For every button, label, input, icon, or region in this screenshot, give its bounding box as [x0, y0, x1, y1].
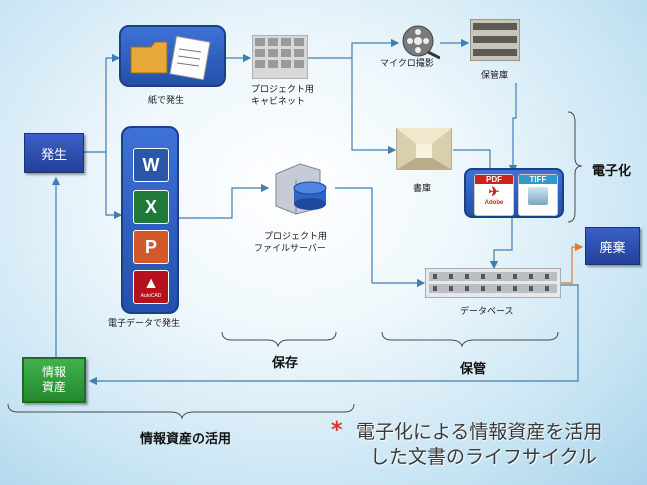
autocad-icon-text: AutoCAD	[140, 293, 162, 299]
line-digitize-db	[489, 218, 513, 270]
disposal-box: 廃棄	[585, 227, 640, 265]
line-vault-digitize	[508, 83, 518, 174]
fileserver-label-1: プロジェクト用	[264, 232, 328, 242]
usage-label: 情報資産の活用	[140, 432, 232, 447]
file-server-icon	[275, 163, 327, 215]
origin-box: 発生	[24, 133, 84, 173]
assets-label-2: 資産	[41, 380, 66, 394]
title-asterisk: *	[331, 418, 343, 443]
edata-panel: W X P ▲ AutoCAD	[121, 126, 179, 314]
autocad-icon: ▲ AutoCAD	[133, 270, 169, 304]
digitize-label: 電子化	[592, 164, 632, 179]
pdf-icon-text: PDF	[475, 175, 513, 184]
micro-label: マイクロ撮影	[380, 59, 434, 69]
library-label: 書庫	[413, 184, 432, 194]
line-edata-server	[178, 183, 270, 219]
keep-label: 保管	[460, 362, 487, 377]
word-icon: W	[133, 148, 169, 182]
vault-label: 保管庫	[481, 71, 509, 81]
paper-panel	[119, 25, 226, 87]
tiff-symbol	[528, 187, 548, 205]
database-label: データベース	[460, 307, 514, 317]
database-rack-icon	[425, 268, 561, 298]
tiff-icon-text: TIFF	[519, 175, 557, 184]
assets-label-1: 情報	[41, 365, 66, 379]
fileserver-label-2: ファイルサーバー	[254, 244, 326, 254]
pdf-icon-subtext: Adobe	[484, 200, 504, 206]
line-server-db	[335, 187, 426, 288]
brace-store	[221, 331, 337, 348]
cabinet-icon	[252, 35, 308, 79]
line-to-edata	[105, 152, 123, 220]
line-to-micro	[351, 38, 400, 58]
brace-keep	[381, 331, 559, 348]
disposal-label: 廃棄	[599, 240, 626, 256]
tiff-icon: TIFF	[518, 174, 558, 216]
slide-title: 電子化による情報資産を活用 した文書のライフサイクル	[340, 420, 640, 470]
paper-folder-icon	[130, 35, 211, 81]
paper-label: 紙で発生	[148, 96, 185, 106]
pdf-symbol: ✈	[488, 184, 500, 199]
cabinet-label-2: キャビネット	[251, 97, 306, 107]
powerpoint-icon: P	[133, 230, 169, 264]
origin-label: 発生	[40, 147, 67, 163]
title-line-1: 電子化による情報資産を活用	[356, 421, 603, 443]
line-to-library	[351, 58, 397, 155]
line-db-return	[88, 284, 579, 386]
brace-usage	[7, 403, 355, 420]
pdf-icon: PDF ✈ Adobe	[474, 174, 514, 216]
microfilm-reel-icon	[402, 25, 440, 60]
title-line-2: した文書のライフサイクル	[370, 446, 598, 468]
edata-label: 電子データで発生	[108, 319, 181, 329]
digitize-panel: PDF ✈ Adobe TIFF	[464, 168, 564, 218]
assets-box: 情報 資産	[22, 357, 86, 403]
library-hall-icon	[396, 128, 452, 170]
line-to-disposal	[560, 242, 584, 284]
line-to-paper	[105, 53, 121, 152]
store-label: 保存	[272, 356, 299, 371]
excel-icon: X	[133, 190, 169, 224]
cabinet-label-1: プロジェクト用	[251, 85, 315, 95]
vault-shelves-icon	[470, 19, 520, 61]
brace-digitize	[567, 111, 583, 223]
autocad-glyph: ▲	[143, 275, 159, 292]
line-library-digitize	[453, 149, 491, 172]
